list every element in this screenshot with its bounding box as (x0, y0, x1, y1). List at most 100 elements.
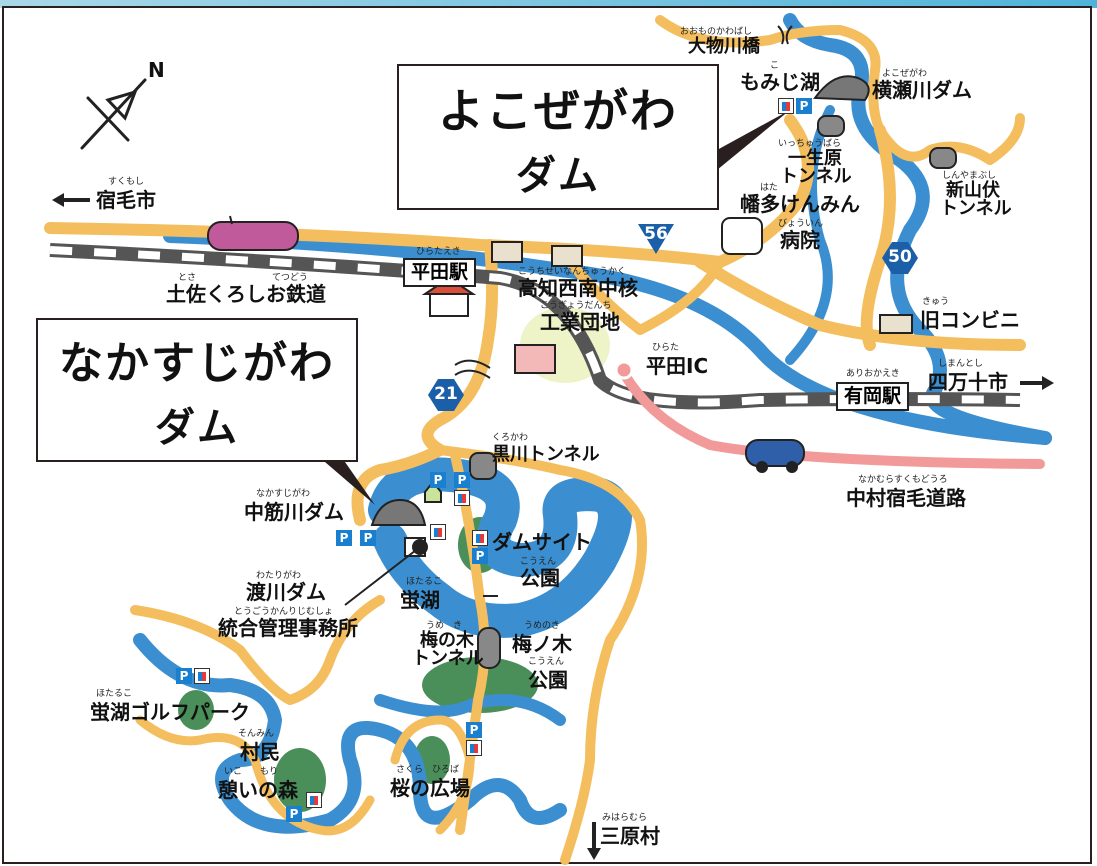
callout-yokoze-title: よこぜがわ (438, 84, 678, 138)
hotaru-furigana: ほたるこ (406, 577, 443, 587)
label-sonmin: 村民 (240, 740, 280, 764)
road-forest (250, 755, 375, 836)
parking-icon: P (466, 722, 482, 738)
sukumo-furigana: すくもし (108, 177, 145, 187)
parking-icon: P (286, 806, 302, 822)
label-watarigawa-dam: 渡川ダム (246, 580, 326, 604)
label-umenoki: 梅の木 (420, 630, 474, 651)
label-hotaruko-lake: 蛍湖 (400, 588, 440, 612)
hotaruko-golf-furigana: ほたるこ (96, 689, 133, 699)
byoin-furigana: びょういん (778, 219, 824, 229)
callout-nakasuji-tail (325, 462, 375, 505)
label-integrated-office: 統合管理事務所 (218, 616, 358, 640)
parking-icon: P (336, 530, 352, 546)
label-shimanto-city: 四万十市 (928, 370, 1008, 394)
label-hotaruko-golf-park: 蛍湖ゴルフパーク (90, 700, 250, 724)
callout-yokoze-dam: よこぜがわ ダム (397, 64, 719, 210)
kochi-seinan-furigana: こうちせいなんちゅうかく (518, 267, 627, 277)
road-north (655, 15, 885, 135)
restroom-icon (466, 740, 482, 756)
office-leader-line (344, 546, 421, 606)
restroom-icon (454, 490, 470, 506)
label-ichuubara-tunnel: トンネル (780, 166, 852, 187)
south-arrow-head-icon (587, 848, 601, 860)
restroom-icon (778, 98, 794, 114)
callout-nakasuji-title: なかすじがわ (59, 338, 335, 389)
parking-icon: P (430, 472, 446, 488)
dam-yokoze-icon (813, 75, 870, 102)
interchange-marker (614, 360, 634, 380)
yokoze-furigana: よこぜがわ (882, 69, 928, 79)
route-21-number: 21 (434, 384, 458, 404)
label-sukumo-city: 宿毛市 (96, 188, 156, 212)
label-old-convenience-store: 旧コンビニ (920, 308, 1020, 332)
tunnel-icons (469, 115, 957, 669)
shimanto-furigana: しまんとし (938, 359, 984, 369)
route-56-number: 56 (644, 224, 668, 244)
road-hirata (421, 239, 499, 456)
label-hirata-ic: 平田IC (646, 354, 709, 378)
restroom-icon (306, 792, 322, 808)
nakasuji-furigana: なかすじがわ (256, 489, 311, 499)
tunnel-shinyama-icon (929, 147, 957, 169)
label-ichuubara: 一生原 (788, 148, 842, 169)
road-21 (351, 444, 446, 526)
label-damsite: ダムサイト (492, 530, 592, 554)
west-arrow-head-icon (52, 193, 64, 207)
label-sakura-plaza: 桜の広場 (390, 776, 470, 800)
road-golf (135, 715, 260, 765)
compass-north-label: N (148, 58, 165, 82)
label-umenoki-tunnel: トンネル (412, 648, 484, 669)
road-west-south (130, 595, 385, 705)
parking-icon: P (360, 530, 376, 546)
road-50 (860, 124, 896, 351)
shop-icon (879, 314, 913, 334)
tunnel-ichuubara-icon (817, 115, 845, 137)
label-damsite-park: 公園 (520, 566, 560, 590)
label-yokoze-dam: 横瀬川ダム (872, 78, 972, 102)
umenoki-tunnel-furigana: うめ き (426, 621, 463, 631)
label-nakasuji-dam: 中筋川ダム (244, 500, 344, 524)
callout-nakasuji-subtitle: ダム (155, 405, 239, 451)
label-momiji-lake: もみじ湖 (740, 70, 820, 94)
parking-icon: P (796, 98, 812, 114)
label-hata-kenmin: 幡多けんみん (740, 192, 860, 216)
kogyo-furigana: こうぎょうだんち (540, 301, 612, 311)
callout-yokoze-subtitle: ダム (516, 153, 600, 199)
dam-nakasuji-icon (370, 498, 427, 526)
train-icon (207, 215, 299, 251)
oomono-furigana: おおものかわばし (680, 27, 753, 37)
road-sakura (390, 715, 475, 835)
hirata-furigana: ひらたえき (416, 247, 461, 257)
label-ikoi-forest: 憩いの森 (218, 778, 298, 802)
route-50-number: 50 (888, 247, 912, 267)
label-umenoki-koen: 公園 (528, 668, 568, 692)
river-yokoze (783, 13, 1052, 445)
road-loop (435, 445, 647, 865)
parking-icon: P (472, 548, 488, 564)
tougou-furigana: とうごうかんりじむしょ (234, 607, 334, 617)
restroom-icon (472, 530, 488, 546)
label-hospital: 病院 (780, 228, 820, 252)
north-arrow-icon (80, 78, 147, 150)
route-56-sign: 56 (638, 220, 674, 256)
building-icons (344, 217, 913, 606)
mihara-furigana: みはらむら (602, 813, 648, 823)
momiji-furigana: こ (770, 61, 780, 71)
umenoki-park-furigana: うめのき (524, 621, 560, 631)
tunnel-kurokawa-icon (469, 452, 497, 480)
label-oomonogawa-bridge: 大物川橋 (688, 36, 760, 57)
shinyama-furigana: しんやまぶし (942, 171, 997, 181)
kyuu-furigana: きゅう (922, 297, 950, 307)
map-frame (2, 6, 1092, 864)
label-nakamura-sukumo-road: 中村宿毛道路 (846, 486, 966, 510)
umenoki-koen-furigana: こうえん (528, 657, 565, 667)
factory-icon (514, 344, 556, 374)
top-accent-bar (0, 0, 1097, 8)
label-shinyamabushi-tunnel: トンネル (940, 198, 1012, 219)
hirata-ic-furigana: ひらた (652, 343, 680, 353)
tunnel-umenoki-icon (477, 627, 501, 669)
label-kurokawa-tunnel: 黒川トンネル (492, 444, 600, 465)
car-icon (745, 439, 805, 473)
river-nakasuji (368, 457, 632, 638)
